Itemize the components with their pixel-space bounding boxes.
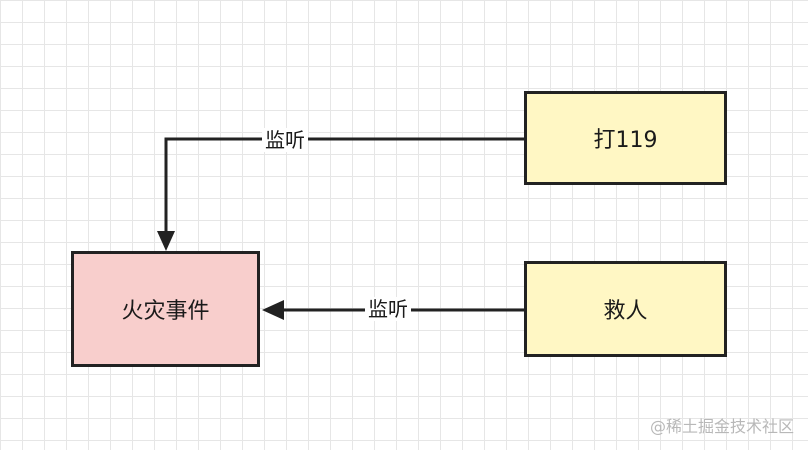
node-call-119-label: 打119 bbox=[593, 128, 658, 153]
node-rescue[interactable]: 救人 bbox=[524, 261, 727, 357]
edge-label-listen-top: 监听 bbox=[262, 128, 308, 152]
watermark: @稀土掘金技术社区 bbox=[649, 417, 794, 436]
arrowhead-left-icon bbox=[262, 300, 284, 320]
node-fire-event[interactable]: 火灾事件 bbox=[71, 251, 260, 367]
node-call-119[interactable]: 打119 bbox=[524, 91, 727, 185]
arrowhead-down-icon bbox=[157, 231, 175, 251]
node-fire-event-label: 火灾事件 bbox=[121, 299, 210, 324]
edge-call-to-fire bbox=[157, 137, 524, 251]
edge-label-listen-bottom: 监听 bbox=[365, 297, 411, 321]
node-rescue-label: 救人 bbox=[603, 299, 648, 324]
